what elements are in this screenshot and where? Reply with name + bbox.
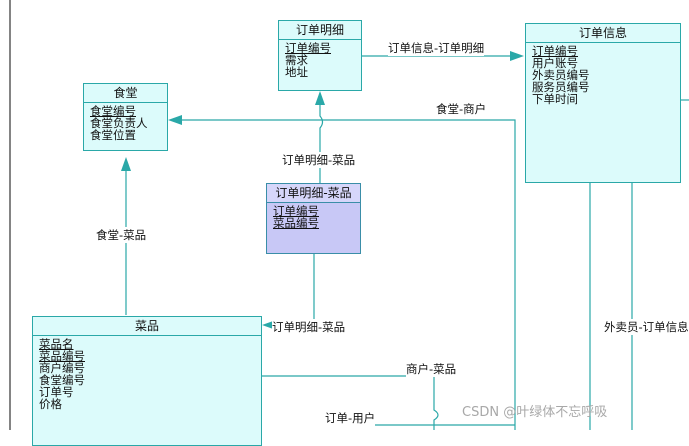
csdn-watermark: CSDN @叶绿体不忘呼吸: [462, 405, 608, 420]
entity-order-info[interactable]: 订单信息 订单编号 用户账号 外卖员编号 服务员编号 下单时间: [525, 23, 681, 183]
field-price: 价格: [39, 397, 62, 411]
entity-canteen[interactable]: 食堂 食堂编号 食堂负责人 食堂位置: [83, 83, 168, 151]
field-order-id: 订单编号: [273, 204, 319, 218]
field-waiter-id: 服务员编号: [532, 80, 590, 94]
field-canteen-location: 食堂位置: [90, 128, 136, 142]
relation-label-merchant-dish: 商户-菜品: [406, 361, 457, 377]
entity-title: 订单明细-菜品: [267, 184, 360, 203]
field-user-account: 用户账号: [532, 56, 578, 70]
field-merchant-id: 商户编号: [39, 361, 85, 375]
relation-label-courier-order: 外卖员-订单信息: [604, 319, 689, 335]
relation-label-canteen-dish: 食堂-菜品: [96, 227, 147, 243]
field-requirement: 需求: [285, 53, 308, 67]
field-courier-id: 外卖员编号: [532, 68, 590, 82]
field-canteen-id: 食堂编号: [90, 104, 136, 118]
relation-label-detail-dish-top: 订单明细-菜品: [282, 152, 356, 168]
relation-label-canteen-merchant: 食堂-商户: [436, 101, 487, 117]
entity-order-detail[interactable]: 订单明细 订单编号 需求 地址: [278, 20, 362, 91]
field-order-id: 订单编号: [285, 41, 331, 55]
er-diagram-canvas: 订单明细 订单编号 需求 地址 订单信息 订单编号 用户账号 外卖员编号 服务员…: [9, 0, 689, 446]
entity-title: 菜品: [33, 317, 261, 336]
relation-label-order-info-detail: 订单信息-订单明细: [388, 40, 485, 56]
relation-label-detail-dish-bottom: 订单明细-菜品: [272, 319, 346, 335]
entity-title: 食堂: [84, 84, 167, 103]
field-order-time: 下单时间: [532, 92, 578, 106]
field-order-no: 订单号: [39, 385, 74, 399]
field-canteen-id: 食堂编号: [39, 373, 85, 387]
entity-order-detail-dish[interactable]: 订单明细-菜品 订单编号 菜品编号: [266, 183, 361, 254]
entity-dish[interactable]: 菜品 菜品名 菜品编号 商户编号 食堂编号 订单号 价格: [32, 316, 262, 446]
field-address: 地址: [285, 65, 308, 79]
field-canteen-manager: 食堂负责人: [90, 116, 148, 130]
entity-title: 订单明细: [279, 21, 361, 40]
entity-title: 订单信息: [526, 24, 680, 43]
field-dish-id: 菜品编号: [39, 349, 85, 363]
field-dish-id: 菜品编号: [273, 216, 319, 230]
field-order-id: 订单编号: [532, 44, 578, 58]
field-dish-name: 菜品名: [39, 337, 74, 351]
relation-label-order-user: 订单-用户: [325, 410, 376, 426]
